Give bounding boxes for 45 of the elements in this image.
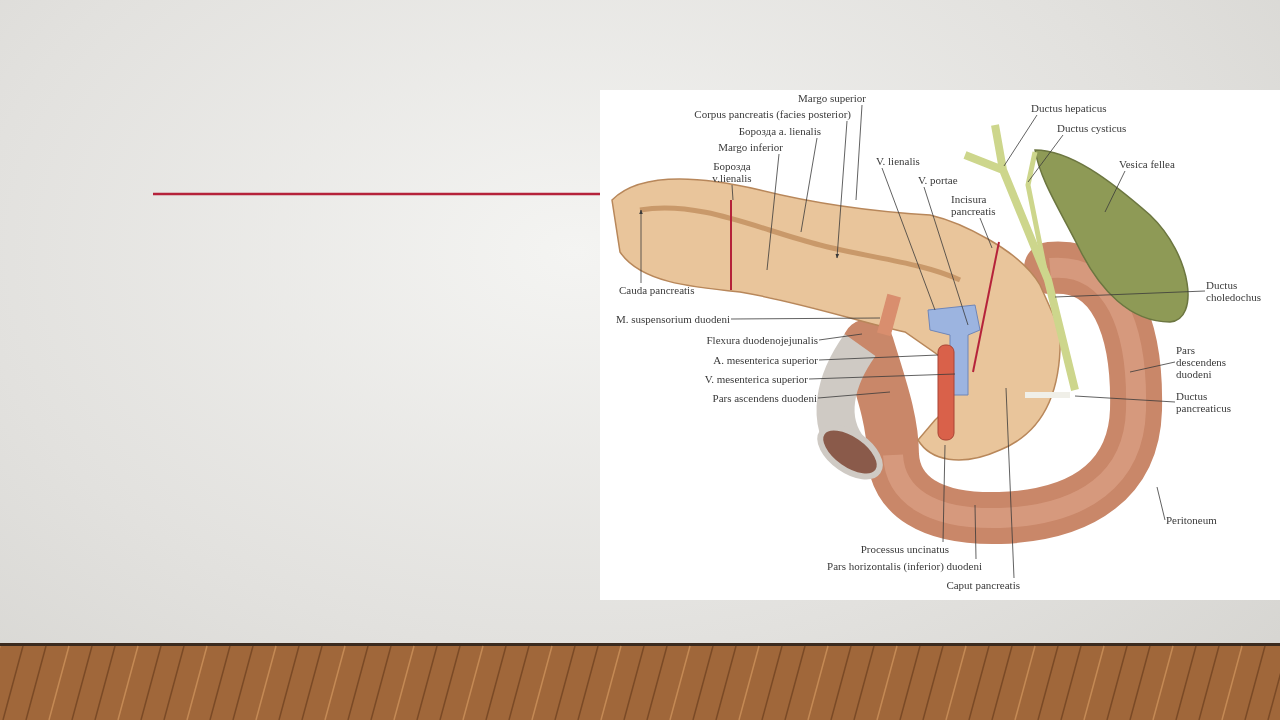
anatomy-label: Ductus cysticus [1057, 122, 1127, 134]
leader-line [855, 104, 863, 201]
leader-line [766, 153, 780, 271]
leader-line [881, 167, 936, 311]
anatomy-label: Ductus hepaticus [1031, 102, 1107, 114]
anatomy-label: Борозда v.lienalis [706, 160, 758, 184]
anatomy-label: A. mesenterica superior [713, 354, 818, 366]
leader-line [923, 186, 969, 326]
anatomy-label: Margo inferior [718, 141, 783, 153]
leader-line [818, 354, 939, 361]
anatomy-label: Ductus choledochus [1206, 279, 1268, 303]
leader-line [1156, 486, 1166, 521]
leader-line [1005, 387, 1015, 579]
anatomy-label: Ductus pancreaticus [1176, 390, 1248, 414]
leader-line [1027, 134, 1064, 183]
leader-line [1003, 114, 1038, 167]
leader-line [974, 504, 977, 560]
anatomy-label: Pars horizontalis (inferior) duodeni [827, 560, 982, 572]
anatomy-label: Incisura pancreatis [951, 193, 1009, 217]
anatomy-label: Flexura duodenojejunalis [706, 334, 818, 346]
leader-line [731, 184, 734, 201]
leader-line [817, 391, 891, 399]
anatomy-label: Corpus pancreatis (facies posterior) [694, 108, 851, 120]
anatomy-label: Processus uncinatus [860, 543, 949, 555]
leader-line [1074, 395, 1176, 403]
leader-line [730, 317, 881, 320]
anatomy-label: M. suspensorium duodeni [616, 313, 730, 325]
anatomy-label: Pars ascendens duodeni [712, 392, 817, 404]
anatomy-label: Caput pancreatis [946, 579, 1020, 591]
anatomy-label: Cauda pancreatis [619, 284, 695, 296]
leader-line [979, 217, 993, 249]
leader-line [1104, 170, 1126, 213]
anatomy-label: V. portae [918, 174, 958, 186]
leader-line [808, 373, 956, 380]
anatomy-label: Margo superior [798, 92, 866, 104]
leader-line [818, 333, 863, 341]
anatomy-label: V. mesenterica superior [704, 373, 808, 385]
leader-line [800, 137, 818, 233]
anatomy-label: Vesica fellea [1119, 158, 1175, 170]
anatomy-label: V. lienalis [876, 155, 920, 167]
leader-line [1054, 290, 1206, 298]
leader-line [1129, 361, 1176, 373]
anatomy-label: Peritoneum [1166, 514, 1217, 526]
anatomy-label: Борозда a. lienalis [738, 125, 821, 137]
anatomy-label: Pars descendens duodeni [1176, 344, 1244, 380]
